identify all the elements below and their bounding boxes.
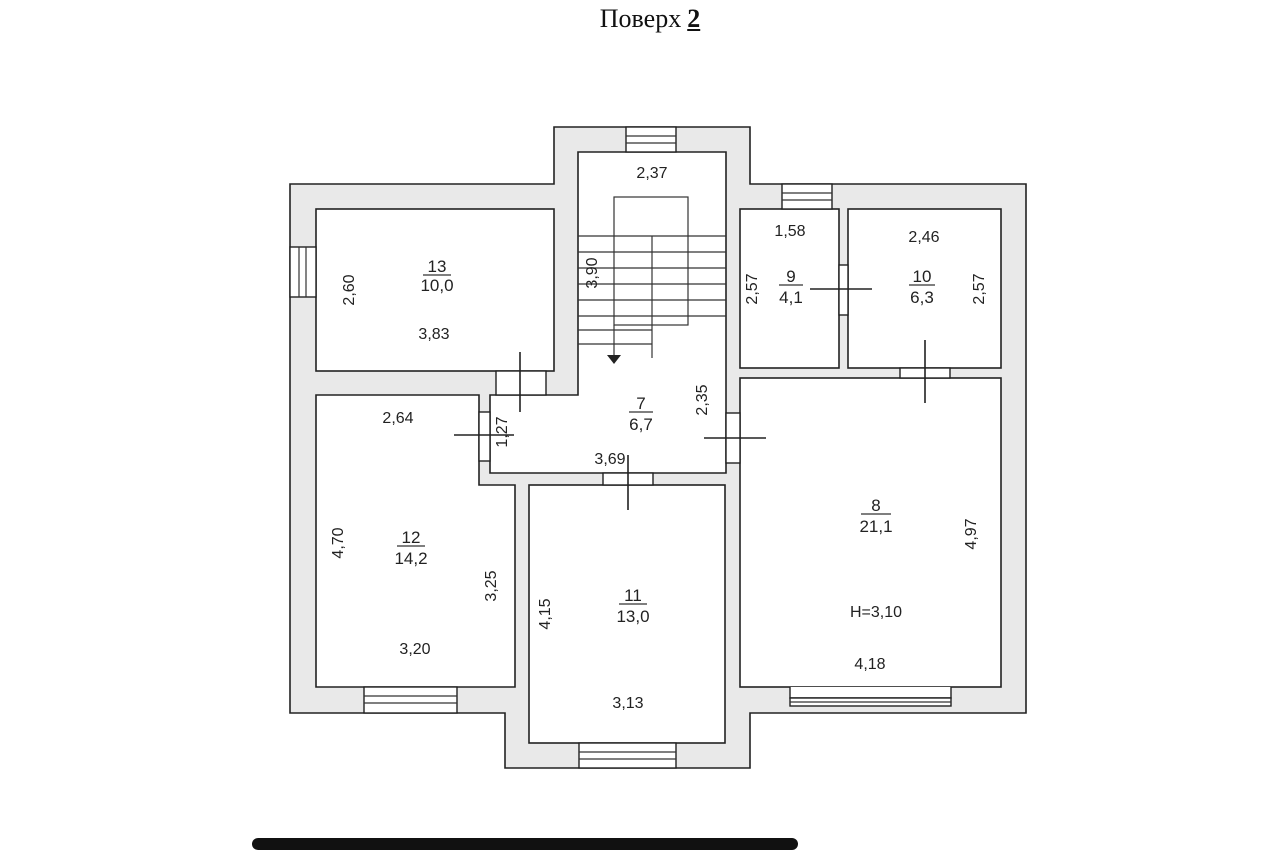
- room-13-label: 13 10,0: [420, 257, 453, 295]
- svg-text:10,0: 10,0: [420, 276, 453, 295]
- svg-text:13: 13: [428, 257, 447, 276]
- door-room-10-8: [899, 340, 951, 403]
- room-7-hall: [489, 151, 727, 474]
- dim-room-13-height: 2,60: [341, 274, 358, 305]
- dim-room-12-width: 3,20: [399, 641, 430, 658]
- dim-room-12-top-width: 2,64: [382, 410, 413, 427]
- svg-text:14,2: 14,2: [394, 549, 427, 568]
- dim-door-width: 1,27: [494, 416, 511, 447]
- room-11-label: 11 13,0: [616, 586, 649, 626]
- dim-room-10-width: 2,46: [908, 229, 939, 246]
- door-room-12: [454, 411, 514, 462]
- dim-room-8-width: 4,18: [854, 656, 885, 673]
- dim-room-9-height: 2,57: [744, 273, 761, 304]
- room-7-label: 7 6,7: [629, 394, 653, 434]
- window-top-stair: [625, 126, 677, 153]
- svg-text:4,1: 4,1: [779, 288, 803, 307]
- dim-room-7-height: 2,35: [694, 384, 711, 415]
- svg-text:10: 10: [913, 267, 932, 286]
- svg-text:8: 8: [871, 496, 880, 515]
- window-bottom-room-11: [578, 742, 677, 769]
- dim-room-12-height: 4,70: [330, 527, 347, 558]
- stair-arrow-icon: [607, 355, 621, 364]
- door-room-11: [602, 455, 654, 510]
- home-indicator-bar: [252, 838, 798, 850]
- svg-text:12: 12: [402, 528, 421, 547]
- svg-text:7: 7: [636, 394, 645, 413]
- floor-number: 2: [687, 4, 701, 33]
- window-left-room-13: [289, 246, 317, 298]
- door-room-8: [704, 412, 766, 464]
- room-12-label: 12 14,2: [394, 528, 427, 568]
- dim-room-11-height: 4,15: [537, 598, 554, 629]
- svg-text:6,7: 6,7: [629, 415, 653, 434]
- dim-room-13-width: 3,83: [418, 326, 449, 343]
- dim-room-8-height: 4,97: [963, 518, 980, 549]
- floor-label: Поверх: [599, 4, 682, 33]
- dim-stair-width: 2,37: [636, 165, 667, 182]
- dim-room-11-width: 3,13: [612, 695, 643, 712]
- window-top-room-9: [781, 183, 833, 210]
- window-bottom-room-12: [363, 686, 458, 714]
- room-10-label: 10 6,3: [909, 267, 935, 307]
- staircase: [578, 196, 726, 358]
- svg-text:21,1: 21,1: [859, 517, 892, 536]
- dim-room-9-width: 1,58: [774, 223, 805, 240]
- room-8-label: 8 21,1: [859, 496, 892, 536]
- dim-room-12-inner-height: 3,25: [483, 570, 500, 601]
- svg-text:9: 9: [786, 267, 795, 286]
- dim-room-10-height: 2,57: [971, 273, 988, 304]
- room-8: [739, 377, 1002, 688]
- room-9-label: 9 4,1: [779, 267, 803, 307]
- room-12: [315, 394, 516, 688]
- svg-text:6,3: 6,3: [910, 288, 934, 307]
- svg-text:13,0: 13,0: [616, 607, 649, 626]
- svg-text:11: 11: [624, 586, 642, 605]
- ceiling-height: H=3,10: [850, 604, 902, 621]
- window-bottom-room-8: [789, 687, 952, 707]
- door-room-13: [495, 352, 547, 412]
- dim-room-7-width: 3,69: [594, 451, 625, 468]
- door-room-9-10: [810, 264, 872, 316]
- dim-stair-height: 3,90: [584, 257, 601, 288]
